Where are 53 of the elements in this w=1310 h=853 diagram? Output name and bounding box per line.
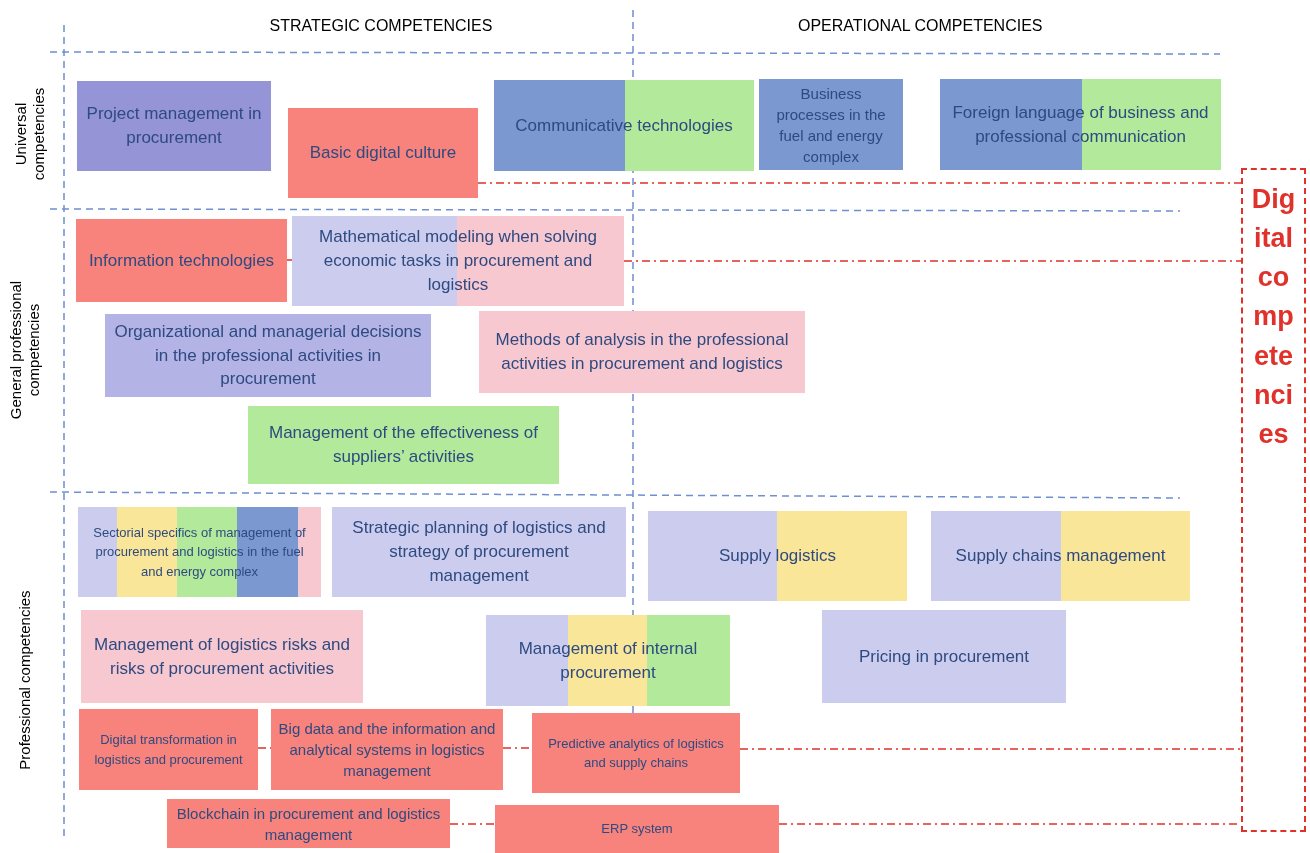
connector-line: [286, 259, 293, 261]
box-text: Business processes in the fuel and energy complex: [775, 83, 887, 167]
competency-box: [271, 709, 503, 790]
column-heading: STRATEGIC COMPETENCIES: [269, 17, 493, 35]
box-text: Information technologies: [88, 249, 275, 272]
row-heading: Professional competencies: [16, 589, 34, 772]
box-text: Management of logistics risks and risks of procurement activities: [92, 633, 352, 680]
competency-box: [77, 81, 271, 171]
competency-box: [105, 314, 431, 397]
box-text: Big data and the information and analytical systems in logistics management: [277, 719, 497, 781]
connector-line: [739, 748, 1242, 750]
competency-box: [479, 311, 805, 393]
competency-box: [332, 507, 626, 597]
box-text: Supply chains management: [955, 545, 1166, 568]
competency-box: [76, 219, 287, 302]
competency-box: [931, 511, 1190, 601]
row-heading: Universal competencies: [12, 86, 48, 183]
box-text: Project management in procurement: [85, 103, 263, 149]
competency-box: [940, 79, 1221, 170]
competency-box: [288, 108, 478, 198]
competency-box: [167, 799, 450, 848]
competency-box: [822, 610, 1066, 703]
competency-box: [78, 507, 321, 597]
box-text: Pricing in procurement: [858, 645, 1030, 668]
competency-box: [81, 610, 363, 703]
connector-line: [477, 182, 1242, 184]
competency-box: [759, 79, 903, 170]
competency-box: [486, 615, 730, 706]
box-text: Predictive analytics of logistics and supply chains: [547, 734, 725, 772]
competency-box: [248, 406, 559, 484]
competency-box: [648, 511, 907, 601]
box-text: Methods of analysis in the professional activities in procurement and logistics: [494, 329, 790, 375]
box-text: Digital transformation in logistics and procurement: [93, 731, 244, 769]
connector-line: [623, 260, 1242, 262]
competency-box: [292, 216, 624, 306]
row-heading: General professional competencies: [7, 280, 43, 420]
competency-box: [532, 713, 740, 793]
box-text: Supply logistics: [718, 545, 837, 568]
column-heading: OPERATIONAL COMPETENCIES: [798, 17, 1043, 35]
box-text: Mathematical modeling when solving economic tasks in procurement and logistics: [318, 226, 598, 296]
box-text: Management of internal procurement: [517, 637, 699, 684]
box-text: Strategic planning of logistics and strategy of procurement management: [351, 517, 607, 587]
dashed-frame: [1241, 168, 1306, 832]
connector-line: [449, 823, 496, 825]
box-text: Organizational and managerial decisions in the professional activities in procurement: [113, 320, 423, 391]
vertical-title: Digital competencies: [1250, 183, 1297, 451]
box-text: ERP system: [601, 820, 673, 839]
box-text: Management of the effectiveness of suppliers’ activities: [268, 422, 539, 468]
competency-box: [494, 80, 754, 171]
competency-box: [79, 709, 258, 790]
box-text: Basic digital culture: [309, 142, 457, 165]
box-text: Blockchain in procurement and logistics management: [175, 803, 442, 845]
competency-box: [495, 805, 779, 853]
